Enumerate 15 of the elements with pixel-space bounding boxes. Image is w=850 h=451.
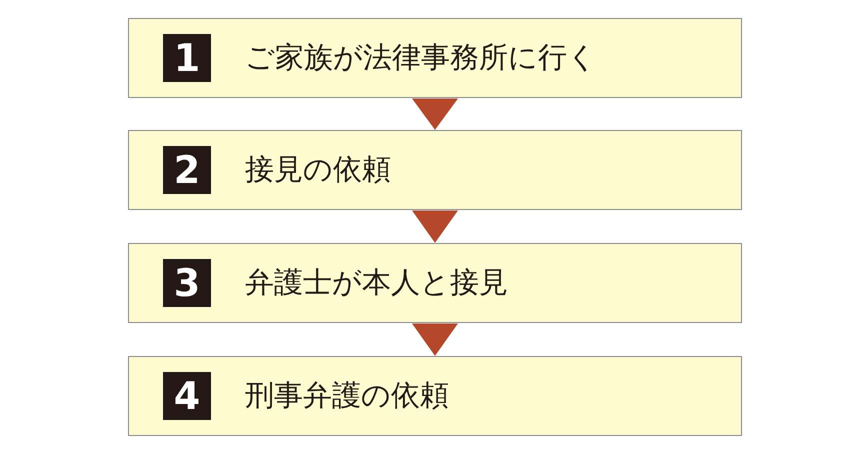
step-number: 4 <box>163 372 211 420</box>
step-box <box>128 18 742 98</box>
step-label: 弁護士が本人と接見 <box>245 264 508 302</box>
step-number: 2 <box>163 146 211 194</box>
arrow <box>412 324 458 356</box>
step-number: 1 <box>163 34 211 82</box>
step-label: 刑事弁護の依頼 <box>245 377 449 414</box>
step-box <box>128 243 742 323</box>
step-box <box>128 356 742 436</box>
arrow <box>412 210 458 243</box>
step-number: 3 <box>163 259 211 307</box>
step-label: ご家族が法律事務所に行く <box>245 39 597 76</box>
step-label: 接見の依頼 <box>245 151 391 188</box>
arrow <box>412 98 458 130</box>
step-box <box>128 130 742 210</box>
